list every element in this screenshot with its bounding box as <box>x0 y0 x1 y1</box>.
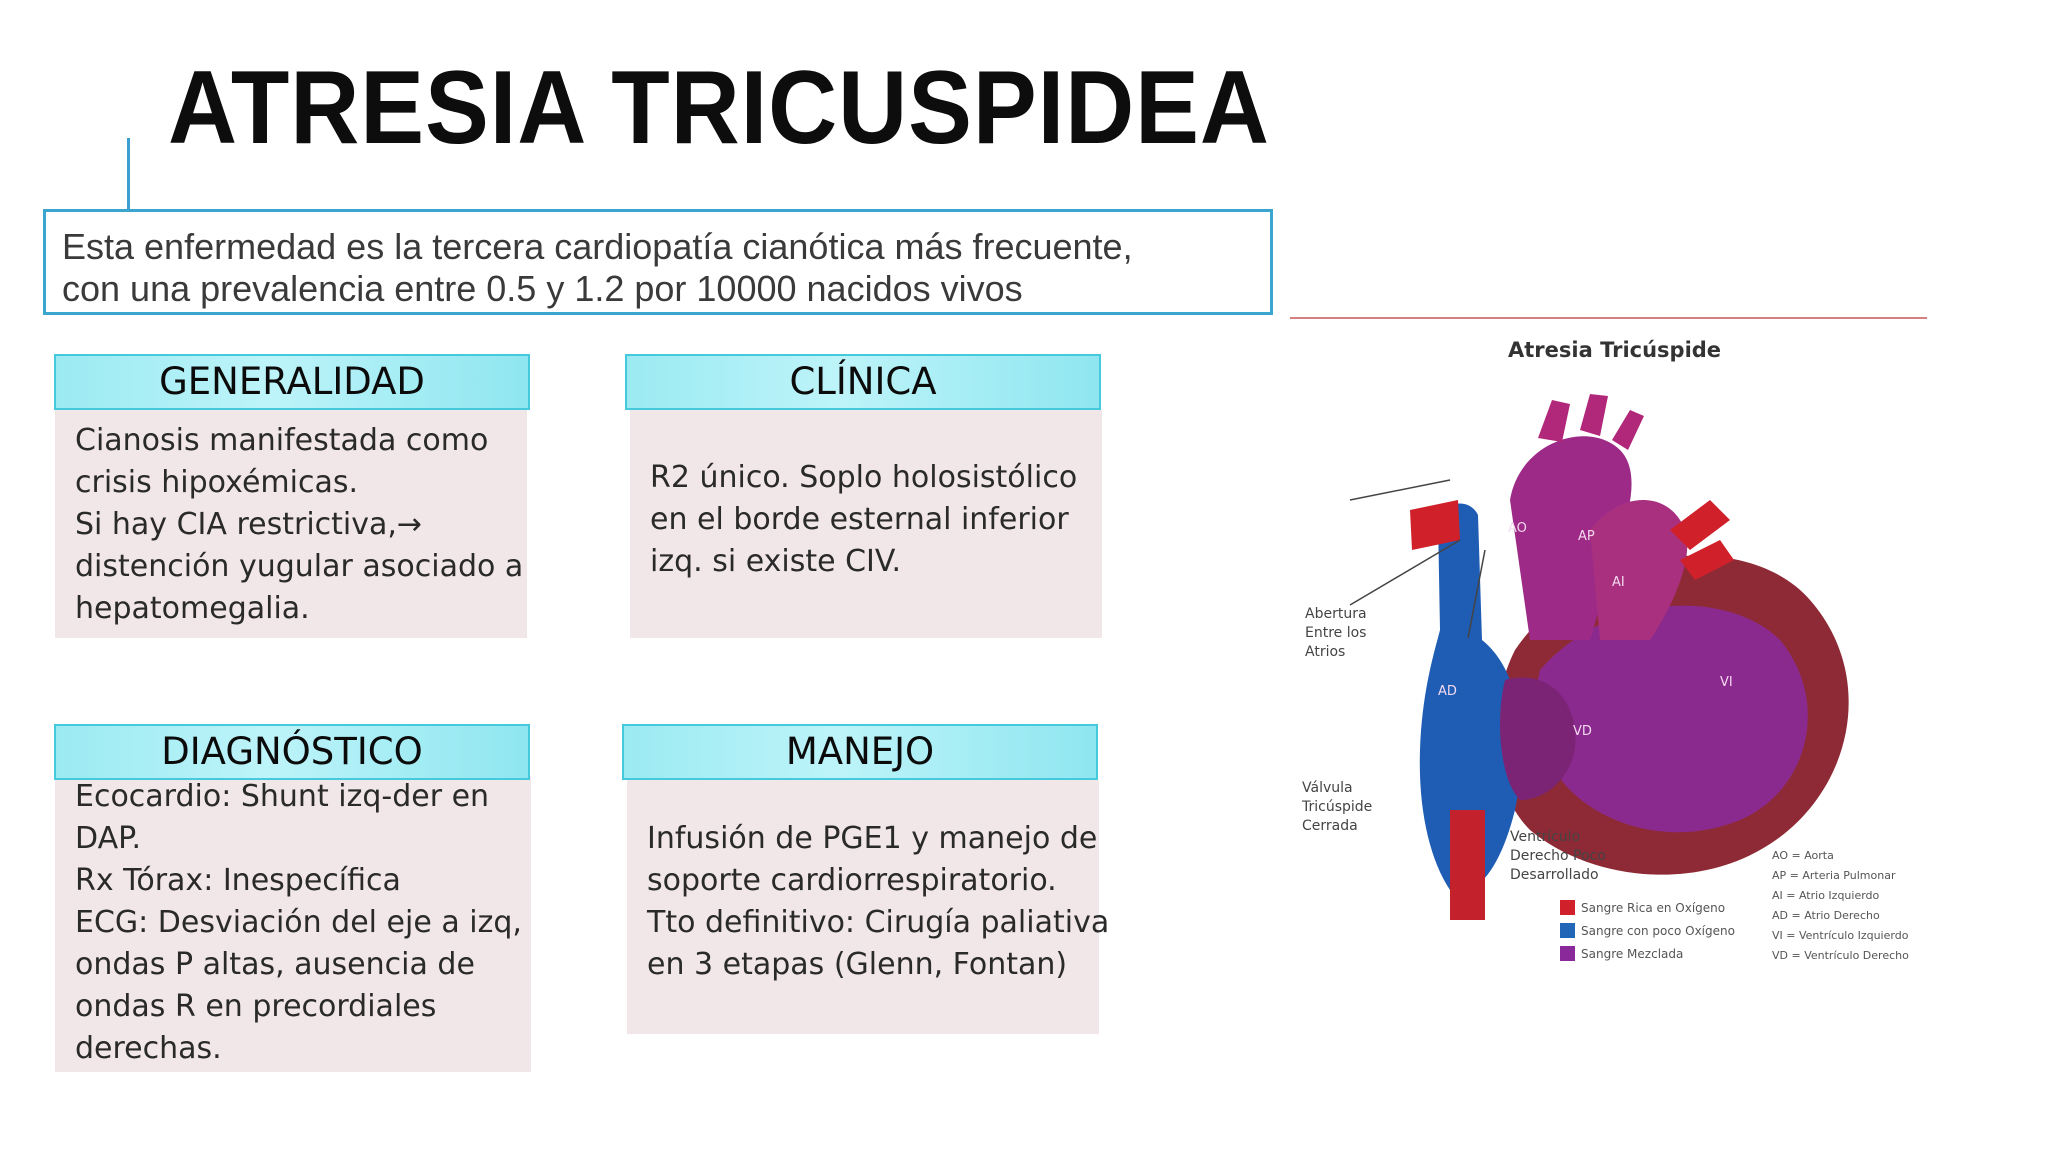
legend-text: Sangre con poco Oxígeno <box>1581 923 1735 938</box>
label-text: Ventrículo <box>1510 829 1581 845</box>
legend-swatch-blue <box>1560 923 1575 938</box>
label-abertura: Abertura Entre los Atrios <box>1305 605 1367 662</box>
clinica-body: R2 único. Soplo holosistólico en el bord… <box>630 410 1102 638</box>
manejo-line: en 3 etapas (Glenn, Fontan) <box>647 947 1068 982</box>
diagram-title: Atresia Tricúspide <box>1508 338 1722 362</box>
diagnostico-line: Ecocardio: Shunt izq-der en <box>75 779 490 814</box>
label-ai: AI <box>1612 575 1625 590</box>
label-text: Entre los <box>1305 625 1367 641</box>
title-accent-line <box>127 138 130 210</box>
ivc-red <box>1450 810 1485 920</box>
generalidad-line: Si hay CIA restrictiva,→ <box>75 507 423 542</box>
diagnostico-line: Rx Tórax: Inespecífica <box>75 863 401 898</box>
intro-line-1: Esta enfermedad es la tercera cardiopatí… <box>62 226 1133 267</box>
label-text: Tricúspide <box>1302 799 1373 815</box>
label-text: Válvula <box>1302 780 1353 796</box>
generalidad-body: Cianosis manifestada como crisis hipoxém… <box>55 410 527 638</box>
abbreviation: AI = Atrio Izquierdo <box>1772 889 1880 902</box>
clinica-line: izq. si existe CIV. <box>650 544 902 579</box>
aortic-arch-top <box>1538 394 1644 450</box>
abbreviation: AP = Arteria Pulmonar <box>1772 869 1896 882</box>
manejo-line: Infusión de PGE1 y manejo de <box>647 821 1098 856</box>
atrial-opening-line <box>1349 479 1451 501</box>
abbreviation: VI = Ventrículo Izquierdo <box>1772 929 1909 942</box>
diagnostico-line: ondas P altas, ausencia de <box>75 947 475 982</box>
label-vd: VD <box>1573 724 1592 739</box>
label-valvula: Válvula Tricúspide Cerrada <box>1302 779 1372 836</box>
page-title: ATRESIA TRICUSPIDEA <box>168 50 1270 166</box>
manejo-heading: MANEJO <box>622 724 1098 780</box>
pulmonary-artery <box>1590 500 1688 640</box>
diagnostico-line: ondas R en precordiales <box>75 989 437 1024</box>
manejo-line: soporte cardiorrespiratorio. <box>647 863 1057 898</box>
generalidad-line: distención yugular asociado a <box>75 549 524 584</box>
label-vi: VI <box>1720 675 1733 690</box>
generalidad-line: hepatomegalia. <box>75 591 310 626</box>
abbreviation: AD = Atrio Derecho <box>1772 909 1880 922</box>
clinica-heading: CLÍNICA <box>625 354 1101 410</box>
left-ventricle <box>1536 605 1808 833</box>
heart-illustration: AO AP AI VI AD VD <box>1349 394 1849 920</box>
label-ao: AO <box>1508 521 1527 536</box>
abbreviation: AO = Aorta <box>1772 849 1834 862</box>
legend-item: Sangre Mezclada <box>1560 942 1735 965</box>
abbreviation: VD = Ventrículo Derecho <box>1772 949 1909 962</box>
legend-item: Sangre Rica en Oxígeno <box>1560 896 1735 919</box>
diagnostico-line: DAP. <box>75 821 142 856</box>
label-text: Derecho Poco <box>1510 848 1606 864</box>
label-ventriculo: Ventrículo Derecho Poco Desarrollado <box>1510 828 1606 885</box>
pulmonary-vein-right <box>1670 500 1734 580</box>
generalidad-line: Cianosis manifestada como <box>75 423 489 458</box>
right-ventricle <box>1500 677 1576 800</box>
diagram-legend: Sangre Rica en Oxígeno Sangre con poco O… <box>1560 896 1735 965</box>
intro-box: Esta enfermedad es la tercera cardiopatí… <box>43 209 1273 315</box>
diagnostico-line: derechas. <box>75 1031 222 1066</box>
intro-line-2: con una prevalencia entre 0.5 y 1.2 por … <box>62 268 1023 309</box>
valve-line <box>1349 539 1461 606</box>
label-text: Cerrada <box>1302 818 1358 834</box>
legend-item: Sangre con poco Oxígeno <box>1560 919 1735 942</box>
legend-text: Sangre Rica en Oxígeno <box>1581 900 1726 915</box>
diagnostico-heading: DIAGNÓSTICO <box>54 724 530 780</box>
manejo-line: Tto definitivo: Cirugía paliativa <box>647 905 1110 940</box>
diagram-top-rule <box>1290 317 1927 319</box>
diagnostico-line: ECG: Desviación del eje a izq, <box>75 905 522 940</box>
legend-swatch-purple <box>1560 946 1575 961</box>
label-text: Desarrollado <box>1510 867 1599 883</box>
legend-swatch-red <box>1560 900 1575 915</box>
label-text: Atrios <box>1305 644 1346 660</box>
diagnostico-body: Ecocardio: Shunt izq-der en DAP. Rx Tóra… <box>55 776 531 1072</box>
abbreviation-list: AO = Aorta AP = Arteria Pulmonar AI = At… <box>1772 846 1909 966</box>
legend-text: Sangre Mezclada <box>1581 946 1684 961</box>
label-ap: AP <box>1578 529 1595 544</box>
label-text: Abertura <box>1305 606 1367 622</box>
clinica-line: R2 único. Soplo holosistólico <box>650 460 1078 495</box>
ventricle-line <box>1467 549 1486 639</box>
pulmonary-vein <box>1410 500 1460 550</box>
generalidad-line: crisis hipoxémicas. <box>75 465 359 500</box>
clinica-line: en el borde esternal inferior <box>650 502 1069 537</box>
generalidad-heading: GENERALIDAD <box>54 354 530 410</box>
manejo-body: Infusión de PGE1 y manejo de soporte car… <box>627 780 1110 1034</box>
label-ad: AD <box>1438 684 1457 699</box>
vena-cava <box>1419 503 1522 890</box>
